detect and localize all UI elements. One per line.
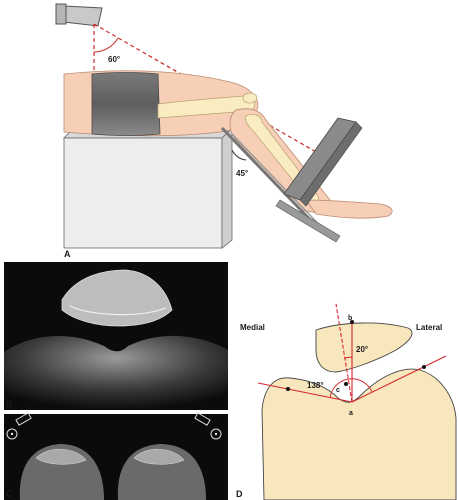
medial-label: Medial <box>240 323 265 332</box>
femoral-condyles-diagram <box>261 368 457 500</box>
angle-label-45: 45° <box>236 169 248 178</box>
panel-a-positioning-illustration: 60° 45° <box>55 3 393 259</box>
point-b-marker <box>350 320 354 324</box>
cassette-band <box>91 72 161 136</box>
point-b-label: b <box>348 315 352 322</box>
congruence-line <box>335 303 353 403</box>
sulcus-angle-arc <box>329 378 373 399</box>
point-medial-facet <box>286 387 290 391</box>
leg-support-frame <box>220 126 341 243</box>
xray-tube-icon <box>55 3 103 27</box>
panel-letter-d: D <box>236 489 243 499</box>
panel-b-xray: B <box>4 262 228 410</box>
point-c-marker <box>344 382 348 386</box>
lateral-facet-line <box>351 355 447 403</box>
lateral-label: Lateral <box>416 323 442 332</box>
patella <box>242 92 258 104</box>
cassette-holder-plate <box>283 117 363 207</box>
point-c-label: c <box>336 387 340 394</box>
panel-letter-a: A <box>64 249 71 259</box>
point-a-label: a <box>349 410 353 417</box>
panel-letter-c: C <box>6 489 13 499</box>
exam-table <box>63 127 233 249</box>
panel-d-sulcus-diagram: b c a 20° 138° Medial Lateral D <box>236 303 457 500</box>
angle-label-20: 20° <box>356 345 368 354</box>
angle-arc-45 <box>231 149 247 161</box>
marker-tool-icon <box>6 412 32 440</box>
marker-tool-icon <box>194 412 222 440</box>
point-lateral-facet <box>422 365 426 369</box>
angle-label-60: 60° <box>108 55 120 64</box>
femoral-condyles <box>4 335 228 410</box>
foot <box>305 199 393 219</box>
femur <box>157 95 255 119</box>
medial-facet-line <box>257 382 353 403</box>
panel-c-bilateral-xray: C <box>4 412 228 500</box>
patella-diagram <box>315 322 413 373</box>
angle-label-138: 138° <box>307 381 324 390</box>
congruence-angle-arc <box>344 356 353 359</box>
panel-letter-b: B <box>6 399 13 409</box>
angle-arc-60 <box>93 37 119 53</box>
